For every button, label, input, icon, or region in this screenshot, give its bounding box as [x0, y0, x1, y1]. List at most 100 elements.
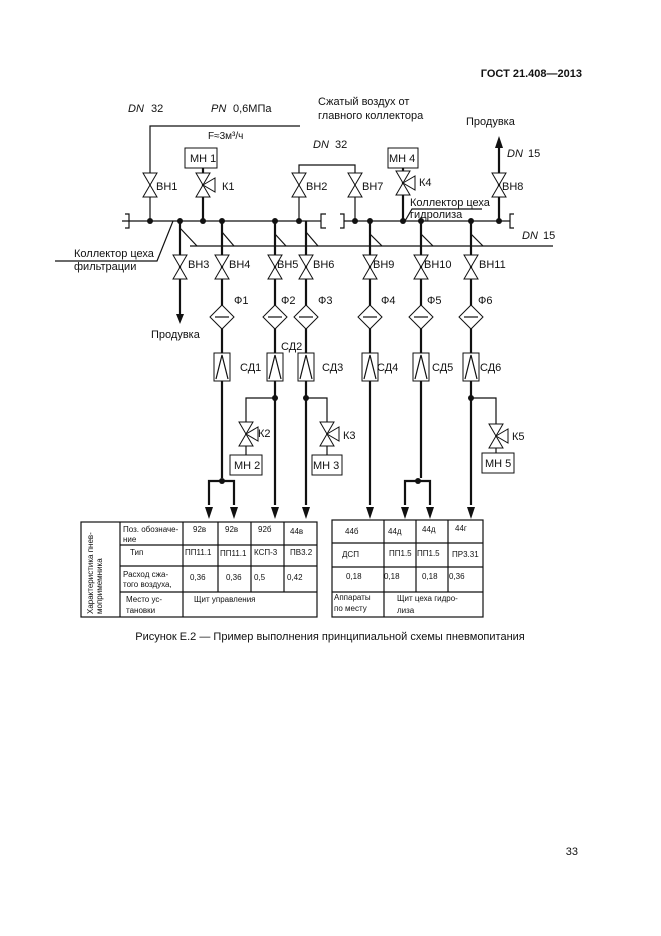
valve-vn3[interactable]: [172, 254, 188, 280]
svg-text:КСП-3: КСП-3: [254, 548, 278, 557]
control-valve-label: К4: [419, 177, 432, 189]
table-left-row-headers: Поз. обозначе- ние Тип Расход сжа- того …: [123, 525, 179, 615]
svg-text:Место ус-: Место ус-: [126, 595, 162, 604]
filter-label: Ф2: [281, 295, 295, 307]
svg-text:0,36: 0,36: [226, 573, 242, 582]
gauge-label: МН 2: [234, 460, 260, 472]
hydrolysis-collector-label: Коллектор цеха: [410, 197, 491, 209]
svg-text:92б: 92б: [258, 525, 272, 534]
valve-vn7[interactable]: [347, 172, 363, 198]
filter-f2: [262, 304, 288, 330]
regulator-label: СД2: [281, 341, 302, 353]
filter-label: Ф5: [427, 295, 441, 307]
filter-f1: [209, 304, 235, 330]
svg-text:0,36: 0,36: [190, 573, 206, 582]
svg-text:тановки: тановки: [126, 606, 155, 615]
valve-vn6[interactable]: [298, 254, 314, 280]
valve-vn4[interactable]: [214, 254, 230, 280]
svg-text:лиза: лиза: [397, 606, 415, 615]
regulator-label: СД5: [432, 362, 453, 374]
svg-text:32: 32: [335, 139, 347, 151]
filter-f5: [408, 304, 434, 330]
control-valve-k2[interactable]: [238, 421, 259, 447]
svg-text:Аппараты: Аппараты: [334, 593, 371, 602]
purge-taps: [179, 227, 484, 247]
svg-text:Щит цеха гидро-: Щит цеха гидро-: [397, 594, 458, 603]
valve-label: ВН10: [424, 259, 452, 271]
regulator-label: СД1: [240, 362, 261, 374]
gauge-mn5: [481, 452, 515, 474]
filter-label: Ф3: [318, 295, 332, 307]
valve-label: ВН7: [362, 181, 383, 193]
valve-vn1[interactable]: [142, 172, 158, 198]
control-valve-k1[interactable]: [195, 172, 216, 198]
filtration-collector-label-2: фильтрации: [74, 261, 136, 273]
purge-bottom-label: Продувка: [151, 329, 201, 341]
valve-label: ВН3: [188, 259, 209, 271]
svg-text:DN: DN: [507, 148, 523, 160]
valve-vn11[interactable]: [463, 254, 479, 280]
regulator-sd6: [462, 352, 480, 382]
control-valve-k4[interactable]: [395, 170, 416, 196]
svg-text:44д: 44д: [388, 527, 402, 536]
collector-cap: [340, 213, 345, 229]
svg-text:DN: DN: [522, 230, 538, 242]
table-left: [80, 521, 318, 618]
svg-text:Поз. обозначе-: Поз. обозначе-: [123, 525, 179, 534]
valve-vn2[interactable]: [291, 172, 307, 198]
svg-text:DN: DN: [313, 139, 329, 151]
gauge-mn3: [311, 454, 343, 476]
collector-end-left: [125, 213, 130, 229]
table-side-label: Характеристика пнев-: [86, 532, 95, 614]
standard-header: ГОСТ 21.408—2013: [481, 68, 582, 80]
svg-text:92в: 92в: [225, 525, 238, 534]
table-right-cells: 44б 44д 44д 44г ДСП ПП1.5 ПП1.5 ПР3.31 0…: [334, 524, 479, 615]
svg-text:92в: 92в: [193, 525, 206, 534]
gauge-label: МН 3: [313, 460, 339, 472]
gauge-mn2: [229, 454, 263, 476]
table-left-cells: 92в 92в 92б 44в ПП11.1 ПП11.1 КСП-3 ПВ3.…: [185, 525, 313, 604]
flow-label: F≈3м³/ч: [208, 131, 243, 142]
table-right: [331, 519, 484, 618]
regulator-sd1: [213, 352, 231, 382]
regulator-sd5: [412, 352, 430, 382]
page-number: 33: [566, 846, 578, 858]
svg-text:0,18: 0,18: [346, 572, 362, 581]
collector-end-right: [509, 213, 514, 229]
arrow-heads: [205, 507, 475, 519]
gauge-label: МН 5: [485, 458, 511, 470]
svg-text:PN: PN: [211, 103, 226, 115]
svg-text:0,42: 0,42: [287, 573, 303, 582]
dn15-top-label: DN 15: [507, 148, 540, 160]
control-valve-k5[interactable]: [488, 423, 509, 449]
gauge-label: МН 1: [190, 153, 216, 165]
purge-arrow-up: [495, 136, 503, 148]
svg-text:0,18: 0,18: [384, 572, 400, 581]
valve-label: ВН5: [277, 259, 298, 271]
valve-label: ВН11: [479, 259, 506, 271]
dn15-right-label: DN 15: [522, 230, 555, 242]
svg-text:44д: 44д: [422, 525, 436, 534]
svg-text:44в: 44в: [290, 527, 303, 536]
split-sd1: [207, 479, 236, 505]
valve-label: ВН1: [156, 181, 177, 193]
svg-text:0,36: 0,36: [449, 572, 465, 581]
svg-text:Тип: Тип: [130, 548, 143, 557]
filter-label: Ф4: [381, 295, 395, 307]
svg-text:0,6МПа: 0,6МПа: [233, 103, 272, 115]
svg-text:ПВ3.2: ПВ3.2: [290, 548, 313, 557]
control-valve-label: К3: [343, 430, 356, 442]
purge-top-label: Продувка: [466, 116, 516, 128]
control-valve-k3[interactable]: [319, 421, 340, 447]
control-valve-label: К2: [258, 428, 271, 440]
dn32-branch-line: [298, 164, 356, 221]
hydrolysis-collector-label-2: гидролиза: [410, 209, 463, 221]
svg-text:того воздуха,: того воздуха,: [123, 580, 172, 589]
regulator-sd3: [297, 352, 315, 382]
filter-f3: [293, 304, 319, 330]
valve-label: ВН2: [306, 181, 327, 193]
pn-label: PN 0,6МПа: [211, 103, 272, 115]
gauge-mn4: [387, 147, 419, 169]
dn32-label-b: DN 32: [313, 139, 347, 151]
